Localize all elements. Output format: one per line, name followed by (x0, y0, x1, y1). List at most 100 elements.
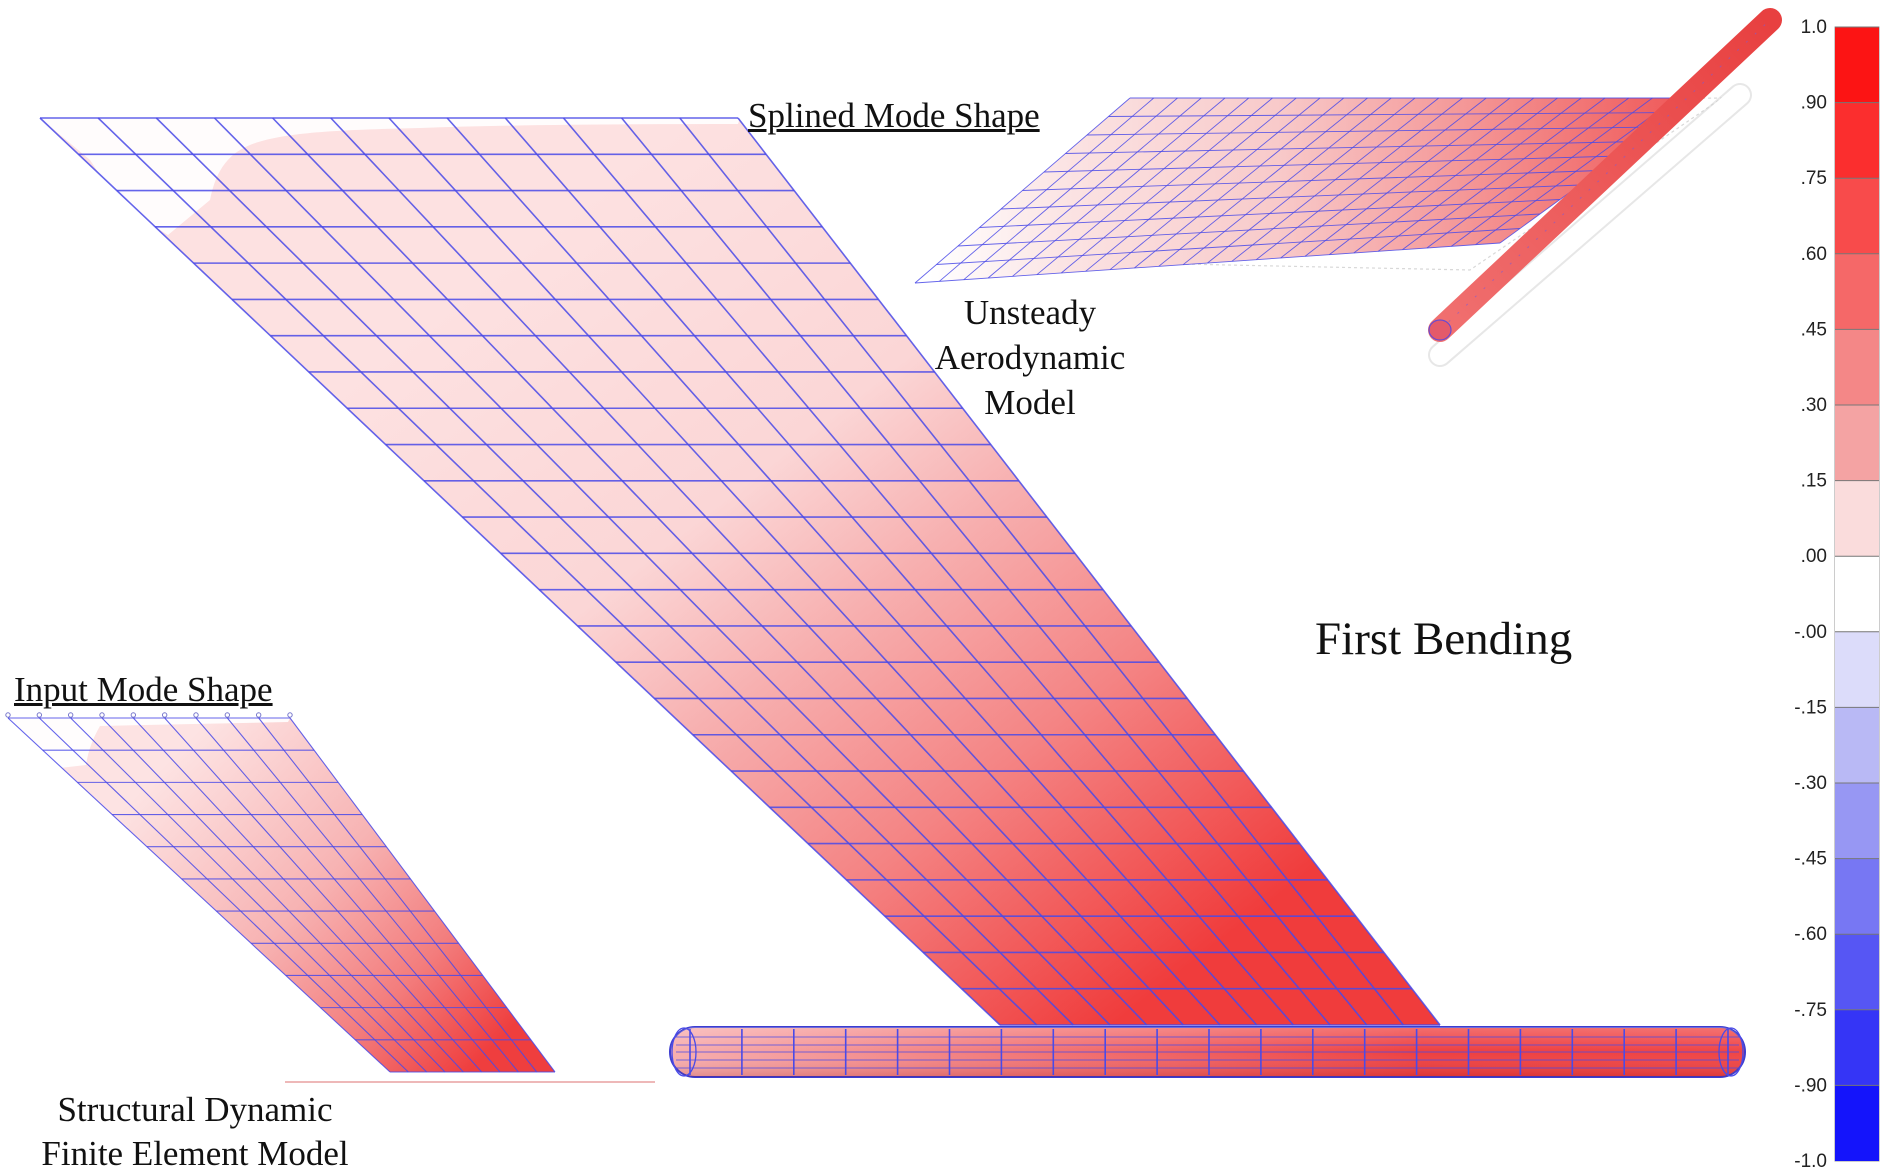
fuselage-tube-tilted-cap (1428, 319, 1452, 341)
big-wing-chord-line (39, 117, 1001, 1026)
legend-band (1835, 556, 1879, 632)
big-wing-chord-line (330, 117, 1184, 1026)
top-wing-chord-line (936, 228, 1521, 265)
small-wing-grid (5, 712, 556, 1073)
top-wing-chord-line (957, 213, 1541, 247)
top-wing-chord-line (1065, 141, 1641, 154)
unsteady-aero-line-1: Unsteady (963, 293, 1097, 332)
fuselage-tube (669, 1026, 1746, 1078)
legend-tick-label: -.75 (1794, 1000, 1827, 1021)
legend-band (1835, 631, 1879, 708)
legend-band (1835, 707, 1879, 783)
legend-tick-label: 1.0 (1801, 17, 1827, 38)
small-wing-node (255, 712, 262, 718)
structural-fe-line-2: Finite Element Model (41, 1134, 349, 1173)
color-legend: 1.0 .90 .75 .60 .45 .30 .15 .00 -.00 -.15 -.30 -.45… (1794, 17, 1880, 1172)
legend-tick-label: .15 (1801, 471, 1827, 492)
legend-tick-label: -.45 (1794, 849, 1827, 870)
small-wing-node (224, 712, 231, 718)
small-wing-chord-line (195, 717, 501, 1073)
big-wing-chord-line (155, 117, 1074, 1026)
legend-band (1835, 253, 1879, 330)
unsteady-aero-line-2: Aerodynamic (934, 338, 1126, 377)
unsteady-aero-label: Unsteady Aerodynamic Model (900, 290, 1160, 425)
big-wing-chord-line (562, 117, 1331, 1026)
big-wing-grid (39, 117, 1441, 1026)
splined-wing-mesh (39, 117, 1441, 1026)
big-wing-chord-line (737, 117, 1441, 1026)
big-wing-chord-line (446, 117, 1258, 1026)
small-wing-chord-line (226, 717, 519, 1073)
top-wing-chord-line (1108, 112, 1681, 117)
big-wing-unpainted-region (40, 118, 740, 235)
small-wing-chord-line (38, 717, 409, 1073)
legend-tick-label: .00 (1801, 546, 1827, 567)
unsteady-aero-line-3: Model (984, 383, 1076, 422)
small-wing-chord-line (7, 717, 391, 1073)
big-wing-chord-line (213, 117, 1111, 1026)
top-wing-chord-line (979, 199, 1561, 228)
legend-band (1835, 783, 1879, 859)
small-wing-node (130, 712, 137, 718)
splined-mode-shape-label: Splined Mode Shape (748, 96, 1040, 135)
input-wing-mesh (5, 712, 655, 1083)
top-wing-grid (914, 97, 1701, 284)
top-wing-chord-line (1086, 126, 1661, 136)
big-wing-chord-line (388, 117, 1221, 1026)
structural-fe-line-1: Structural Dynamic (57, 1090, 333, 1129)
legend-band (1835, 329, 1879, 405)
small-wing-chord-line (101, 717, 446, 1073)
legend-band (1835, 1085, 1879, 1161)
tube-end-cap-right (1718, 1027, 1744, 1077)
legend-tick-label: -.15 (1794, 697, 1827, 718)
big-wing-chord-line (97, 117, 1038, 1026)
big-wing-chord-line (621, 117, 1368, 1026)
legend-band (1835, 858, 1879, 935)
top-wing-chord-line (914, 242, 1501, 284)
legend-tick-label: -.30 (1794, 773, 1827, 794)
small-wing-node (5, 712, 11, 718)
legend-band (1835, 27, 1879, 103)
small-wing-node (287, 712, 293, 718)
legend-tick-label: .30 (1801, 395, 1827, 416)
small-wing-chord-line (164, 717, 483, 1073)
big-wing-chord-line (679, 117, 1404, 1026)
undeformed-tube-inner (1430, 85, 1750, 365)
structural-fe-label: Structural Dynamic Finite Element Model (0, 1088, 390, 1176)
legend-band (1835, 1009, 1879, 1086)
input-mode-shape-label: Input Mode Shape (14, 670, 273, 709)
legend-tick-label: .90 (1801, 93, 1827, 114)
fuselage-tube-tilted (1428, 8, 1782, 342)
small-wing-node (67, 712, 74, 718)
legend-tick-label: .45 (1801, 319, 1827, 340)
legend-tick-label: .60 (1801, 244, 1827, 265)
legend-tick-label: -.90 (1794, 1075, 1827, 1096)
legend-band (1835, 934, 1879, 1010)
big-wing-chord-line (504, 117, 1294, 1026)
fuselage-tube-grid (671, 1027, 1744, 1077)
legend-tick-label: -.60 (1794, 924, 1827, 945)
small-wing-node (99, 712, 105, 718)
top-wing-chord-line (1000, 184, 1581, 210)
small-wing-node (161, 712, 168, 718)
small-wing-node (193, 712, 199, 718)
mode-name-label: First Bending (1315, 613, 1573, 665)
small-wing-node (36, 712, 43, 718)
small-wing-chord-line (258, 717, 538, 1073)
unsteady-aero-model (914, 8, 1782, 367)
legend-tick-label: .75 (1801, 168, 1827, 189)
small-wing-surface (8, 718, 555, 1072)
legend-tick-label: -.00 (1794, 622, 1827, 643)
big-wing-surface (40, 118, 1440, 1025)
tube-end-cap-left (671, 1027, 697, 1077)
legend-band (1835, 178, 1879, 254)
top-wing-chord-line (1043, 155, 1621, 173)
small-wing-chord-line (70, 717, 428, 1073)
small-wing-chord-line (289, 717, 556, 1073)
small-wing-chord-line (132, 717, 464, 1073)
legend-tick-label: -1.0 (1794, 1151, 1827, 1172)
legend-band (1835, 405, 1879, 481)
top-wing-chord-line (1022, 170, 1601, 191)
legend-band (1835, 102, 1879, 179)
